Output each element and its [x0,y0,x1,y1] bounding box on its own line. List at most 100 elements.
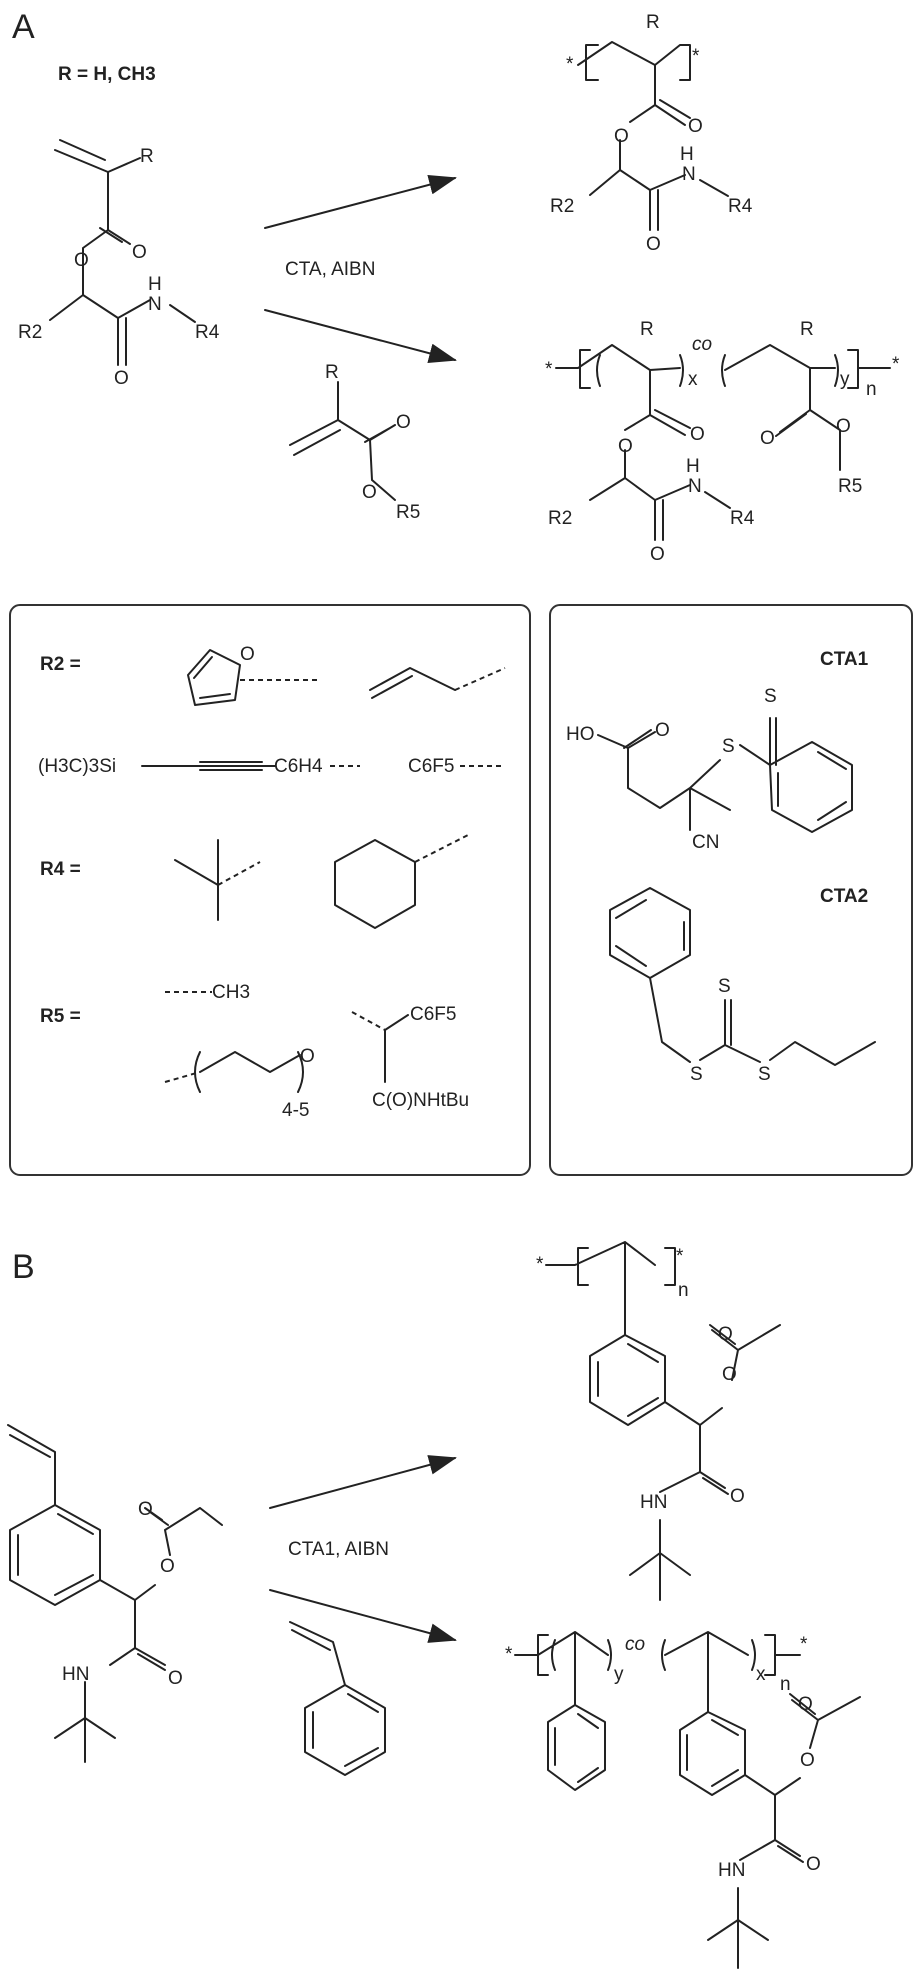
svg-text:CH3: CH3 [212,982,250,1003]
cta-content: CTA1 HO O S S CN CTA2 S S S [566,649,876,1085]
reaction-arrow-homopolymer [264,174,457,229]
svg-text:R: R [140,146,154,167]
svg-text:co: co [692,334,712,355]
copolymer-b-product: * y co x n * O O O HN [505,1631,861,1969]
svg-text:co: co [625,1634,645,1655]
r4-label: R4 = [40,859,81,880]
svg-text:C6F5: C6F5 [408,756,454,777]
svg-text:O: O [730,1486,745,1507]
copolymer-product: * R x co O O O N H R4 R2 R y n * O O R5 [545,319,900,565]
svg-text:O: O [655,720,670,741]
cta2-label: CTA2 [820,886,868,907]
svg-text:O: O [690,424,705,445]
svg-text:O: O [688,116,703,137]
svg-text:O: O [618,436,633,457]
svg-text:CN: CN [692,832,719,853]
svg-text:S: S [722,736,735,757]
pfp-amide-group [384,1014,409,1083]
cta1-structure: HO O S S CN [566,686,853,853]
styrene-structure [289,1621,386,1776]
svg-text:4-5: 4-5 [282,1100,309,1121]
svg-text:HN: HN [718,1860,745,1881]
svg-text:R4: R4 [730,508,755,529]
svg-text:S: S [690,1064,703,1085]
tert-butyl-group [174,839,219,921]
peg-chain [194,1051,304,1093]
r2-label: R2 = [40,654,81,675]
svg-text:R2: R2 [548,508,572,529]
r-definition: R = H, CH3 [58,64,156,85]
svg-text:O: O [718,1324,733,1345]
svg-text:n: n [866,379,877,400]
svg-text:S: S [718,976,731,997]
panel-a-label: A [12,8,35,46]
svg-text:C(O)NHtBu: C(O)NHtBu [372,1090,469,1111]
svg-text:R: R [646,12,660,33]
svg-text:*: * [692,46,700,67]
cyclohexyl-ring [334,839,416,929]
cta-box [549,604,913,1176]
svg-text:n: n [678,1280,689,1301]
svg-text:*: * [676,1246,684,1267]
svg-text:*: * [505,1644,513,1665]
svg-text:R4: R4 [195,322,220,343]
svg-text:O: O [160,1556,175,1577]
svg-text:N: N [688,476,702,497]
svg-text:n: n [780,1674,791,1695]
cta1-label: CTA1 [820,649,869,670]
svg-text:N: N [148,294,162,315]
panel-b: B O O O HN CTA1, AIBN * * n O O O HN * [7,1241,861,1969]
svg-text:R: R [800,319,814,340]
svg-text:O: O [836,416,851,437]
svg-text:C6H4: C6H4 [274,756,323,777]
svg-text:R5: R5 [396,502,420,523]
svg-text:*: * [800,1634,808,1655]
svg-text:O: O [240,644,255,665]
svg-text:R: R [640,319,654,340]
svg-text:O: O [362,482,377,503]
svg-text:O: O [114,368,129,389]
svg-text:O: O [760,428,775,449]
svg-text:y: y [614,1664,624,1685]
reaction-arrow-copolymer [264,309,457,364]
furyl-ring: O [187,644,255,706]
svg-text:R: R [325,362,339,383]
svg-text:C6F5: C6F5 [410,1004,456,1025]
svg-text:N: N [682,164,696,185]
svg-text:H: H [686,456,700,477]
svg-text:*: * [536,1254,544,1275]
panel-a: A R = H, CH3 R O O O N H R4 R2 CTA, AIBN… [9,8,913,1176]
svg-text:y: y [840,369,850,390]
homopolymer-b-product: * * n O O O HN [536,1241,781,1601]
svg-text:O: O [614,126,629,147]
reaction-arrow-b-copolymer [269,1589,457,1643]
svg-text:O: O [396,412,411,433]
alkyne-bond [141,761,276,771]
monomer-a-structure: R O O O N H R4 R2 [18,139,220,389]
svg-text:O: O [138,1499,153,1520]
svg-text:HN: HN [62,1664,89,1685]
svg-text:HO: HO [566,724,595,745]
svg-text:O: O [132,242,147,263]
reaction-arrow-b-homopolymer [269,1455,457,1509]
svg-text:O: O [74,250,89,271]
comonomer-structure: R O O R5 [289,362,420,523]
reagents-label-b: CTA1, AIBN [288,1539,389,1560]
svg-text:O: O [800,1750,815,1771]
svg-text:O: O [168,1668,183,1689]
svg-text:O: O [650,544,665,565]
substituents-box [9,604,531,1176]
svg-text:H: H [148,274,162,295]
panel-b-label: B [12,1248,35,1286]
monomer-b-structure: O O O HN [7,1424,223,1763]
r5-label: R5 = [40,1006,81,1027]
substituents-content: R2 = O (H3C)3Si C6H4 C6F5 R4 = R5 = CH3 [38,644,506,1121]
svg-text:*: * [566,54,574,75]
reagents-label-a: CTA, AIBN [285,259,375,280]
svg-text:S: S [758,1064,771,1085]
svg-text:O: O [300,1046,315,1067]
svg-text:*: * [892,354,900,375]
svg-text:O: O [806,1854,821,1875]
svg-text:S: S [764,686,777,707]
